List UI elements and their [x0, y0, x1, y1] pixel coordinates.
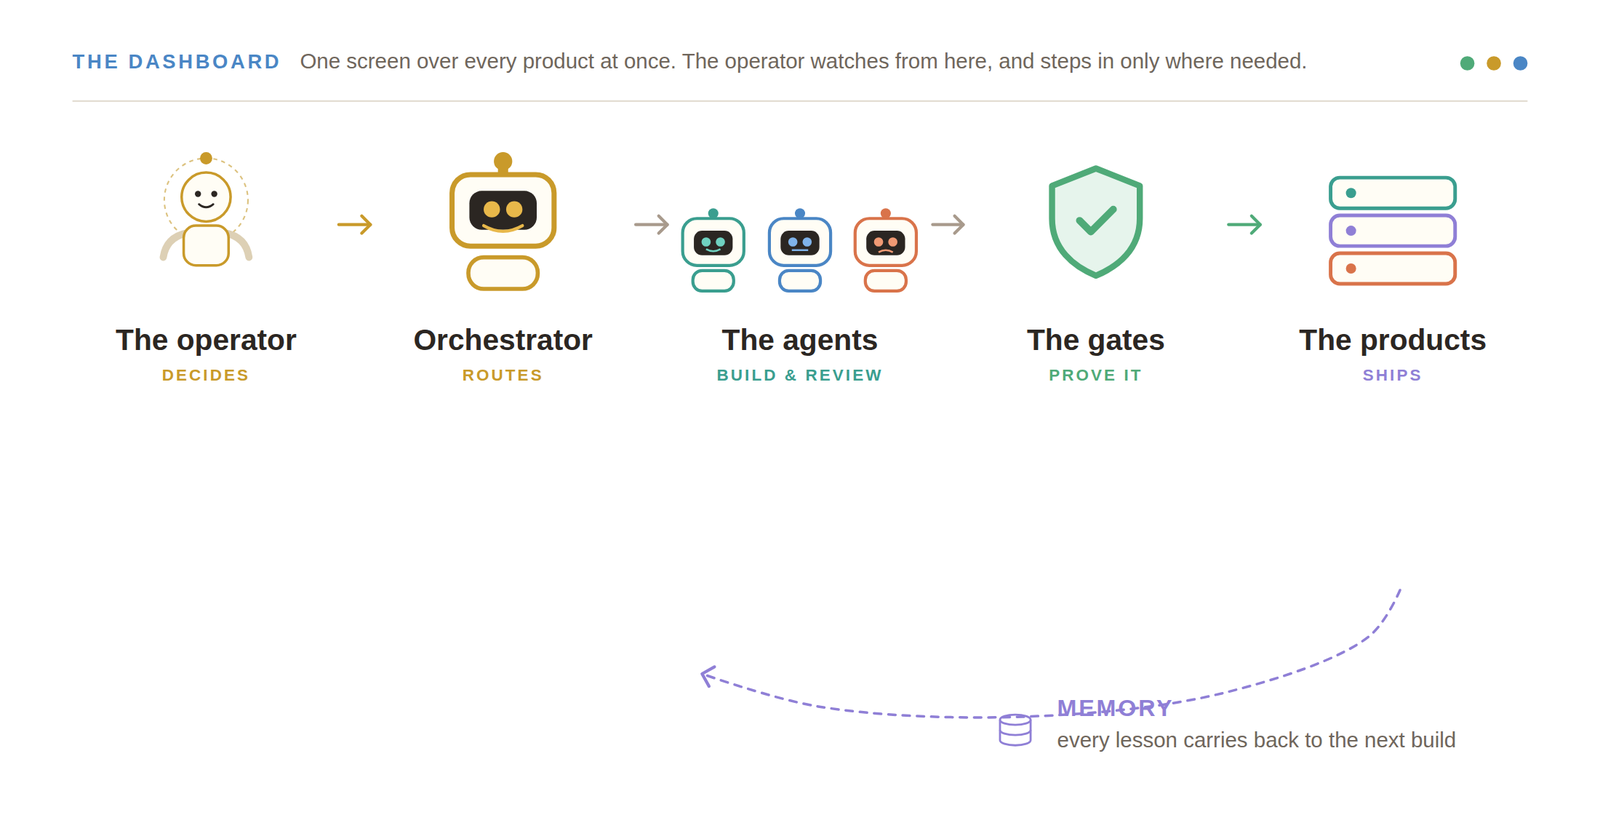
- server-dot: [1346, 225, 1357, 236]
- operator-eye: [194, 190, 201, 197]
- stage-node: The agentsBUILD & REVIEW: [667, 142, 934, 674]
- stage-node: The productsSHIPS: [1260, 142, 1526, 590]
- server-dot: [1346, 263, 1357, 274]
- check-mark: [1079, 209, 1113, 232]
- stage-node: The gatesPROVE IT: [962, 142, 1229, 398]
- robot-smile: [483, 225, 523, 232]
- server-slot: [1330, 253, 1456, 284]
- antenna-bulb: [493, 152, 512, 171]
- node-role: PROVE IT: [962, 365, 1229, 386]
- robot-head: [769, 218, 831, 266]
- window-dot: [1513, 56, 1528, 71]
- halo-dot: [200, 152, 213, 165]
- connectors: [338, 216, 1400, 718]
- robot-screen: [469, 190, 537, 230]
- arrow-shaft: [338, 223, 371, 227]
- robot-eye: [506, 200, 523, 217]
- flow-arrow: [338, 216, 371, 234]
- robot-eye: [888, 237, 898, 247]
- robot-screen: [780, 230, 819, 256]
- header-rule: [72, 100, 1528, 102]
- operator-body: [184, 225, 230, 266]
- arrow-head: [658, 216, 668, 234]
- arrow-head: [1251, 216, 1261, 234]
- agents-icon: [682, 208, 917, 291]
- header-row: THE DASHBOARD One screen over every produ…: [72, 48, 1308, 74]
- operator-smile: [199, 204, 214, 208]
- node-heading: Orchestrator: [370, 322, 636, 358]
- window-dot: [1486, 56, 1502, 71]
- node-heading: The agents: [667, 322, 934, 358]
- arrow-head: [954, 216, 964, 234]
- robot-mouth: [792, 248, 808, 251]
- server-dot: [1346, 187, 1357, 198]
- robot-head: [855, 218, 917, 266]
- database-ring: [1000, 729, 1031, 735]
- arrow-shaft: [932, 223, 963, 227]
- arrow-shaft: [701, 589, 1400, 718]
- robot-body: [693, 270, 734, 291]
- products-icon: [1330, 177, 1456, 284]
- robot-eye: [701, 237, 712, 247]
- flow-arrow: [701, 589, 1400, 718]
- database-body: [1000, 719, 1031, 745]
- robot-eye: [802, 237, 813, 247]
- robot-head: [682, 218, 744, 266]
- node-role: ROUTES: [370, 365, 636, 386]
- server-slot: [1330, 215, 1456, 246]
- arrow-head: [701, 666, 715, 686]
- dashboard-title: THE DASHBOARD: [72, 50, 283, 74]
- robot-body: [865, 270, 907, 291]
- robot-eye: [715, 237, 726, 247]
- gates-icon: [1052, 168, 1141, 276]
- operator-icon: [162, 152, 249, 266]
- robot-body: [779, 270, 821, 291]
- arrow-head: [361, 216, 371, 234]
- node-heading: The gates: [962, 322, 1229, 358]
- robot-eye: [483, 200, 500, 217]
- robot-screen: [866, 230, 905, 256]
- server-slot: [1330, 177, 1456, 208]
- dashboard-caption: One screen over every product at once. T…: [299, 48, 1307, 74]
- robot-frown: [878, 250, 894, 253]
- node-role: SHIPS: [1260, 365, 1526, 386]
- edge-label: MEMORY: [1057, 691, 1175, 723]
- robot-screen: [693, 230, 733, 256]
- robot-head: [452, 174, 555, 246]
- stage-node: The operatorDECIDES: [73, 142, 339, 398]
- arrow-shaft: [1228, 223, 1260, 227]
- flow-arrow: [1228, 216, 1260, 234]
- node-role: BUILD & REVIEW: [667, 365, 934, 386]
- shield-symbol: [1052, 168, 1141, 276]
- operator-eye: [210, 190, 217, 197]
- orchestrator-icon: [452, 152, 555, 289]
- robot-eye: [788, 237, 798, 247]
- robot-body: [468, 257, 538, 289]
- database-icon: [1000, 714, 1031, 745]
- stage-node: OrchestratorROUTES: [370, 142, 636, 398]
- arrow-shaft: [635, 223, 667, 227]
- flow-arrow: [932, 216, 963, 234]
- window-dot: [1460, 56, 1475, 71]
- operator-head: [181, 172, 231, 222]
- robot-eye: [874, 237, 884, 247]
- note-text: every lesson carries back to the next bu…: [1057, 725, 1457, 755]
- node-role: DECIDES: [73, 365, 339, 386]
- node-heading: The operator: [73, 322, 339, 358]
- node-heading: The products: [1260, 322, 1526, 358]
- robot-smile: [706, 248, 721, 251]
- flow-arrow: [635, 216, 667, 234]
